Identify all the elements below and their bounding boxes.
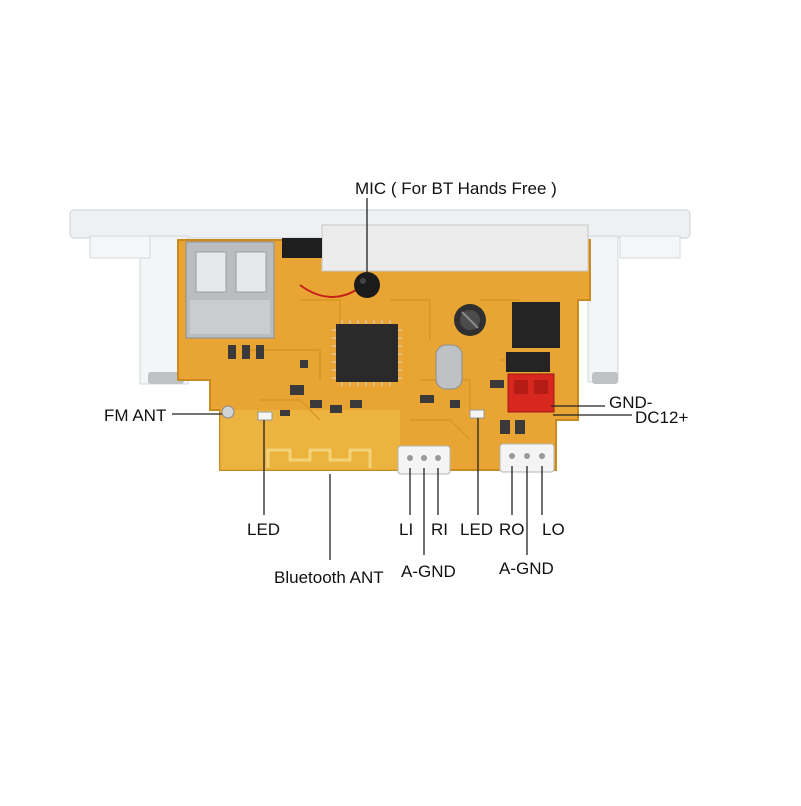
label-lo: LO	[542, 520, 565, 539]
input-connector	[397, 445, 451, 475]
label-a-gnd-output: A-GND	[499, 559, 554, 578]
label-fm-ant: FM ANT	[104, 406, 167, 425]
regulator	[506, 302, 560, 372]
capacitor	[454, 304, 486, 336]
leader-lines	[172, 198, 632, 560]
label-ro: RO	[499, 520, 525, 539]
label-ri: RI	[431, 520, 448, 539]
power-connector	[507, 373, 555, 413]
label-li: LI	[399, 520, 414, 539]
usb-port	[185, 241, 275, 339]
led-left	[257, 411, 273, 421]
ir-connector	[282, 238, 322, 258]
output-connector	[499, 443, 555, 473]
led-right	[469, 409, 485, 419]
label-led-left: LED	[247, 520, 281, 539]
label-a-gnd-input: A-GND	[401, 562, 456, 581]
fm-antenna-pad	[221, 405, 235, 419]
main-chip	[332, 320, 402, 386]
crystal	[435, 344, 463, 390]
card-slot	[321, 224, 589, 272]
bluetooth-antenna-trace	[266, 448, 372, 468]
label-led-right: LED	[460, 520, 494, 539]
microphone	[299, 272, 380, 298]
label-gnd: GND-	[609, 393, 653, 412]
label-mic: MIC ( For BT Hands Free )	[355, 179, 557, 198]
label-bluetooth-ant: Bluetooth ANT	[274, 568, 384, 587]
smd-components	[228, 345, 525, 434]
label-dc12: DC12+	[635, 408, 689, 427]
